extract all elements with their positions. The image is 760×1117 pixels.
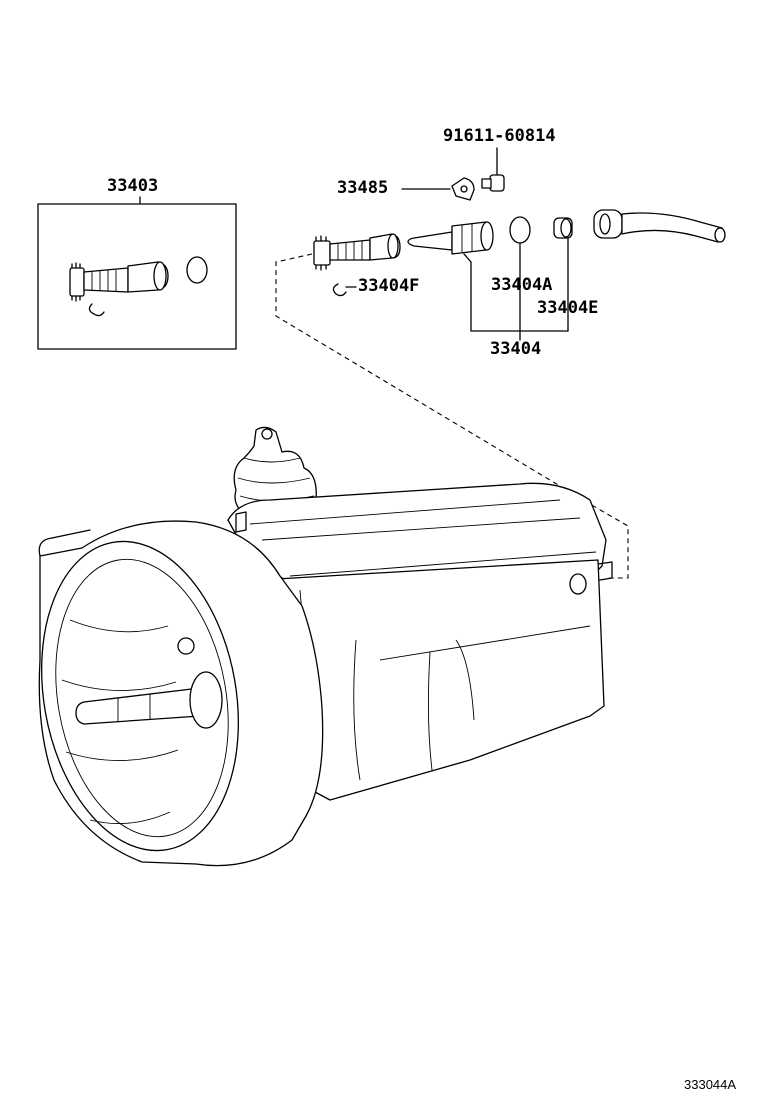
label-sleeve-assy: 33404 — [490, 339, 542, 359]
driven-gear — [313, 233, 401, 271]
figure-number: 333044A — [684, 1077, 737, 1092]
label-oring: 33404A — [491, 275, 553, 295]
lock-plate — [401, 177, 475, 201]
assembly-bracket — [463, 237, 569, 341]
label-plate: 33485 — [337, 178, 389, 198]
driven-gear-in-kit — [69, 261, 169, 302]
o-ring-in-kit — [186, 256, 208, 284]
clip-33404F — [332, 283, 357, 297]
speedometer-cable — [593, 209, 726, 243]
label-clip: 33404F — [358, 276, 420, 296]
transmission-case — [38, 426, 613, 867]
bush — [553, 217, 573, 239]
dashed-leaders — [275, 253, 629, 579]
bolt — [481, 147, 505, 192]
label-gear-assy: 33403 — [107, 176, 159, 196]
label-sleeve-bush: 33404E — [537, 298, 599, 318]
kit-box-33403 — [37, 196, 237, 350]
label-bolt: 91611-60814 — [443, 126, 556, 146]
clip-in-kit — [88, 303, 105, 317]
o-ring — [509, 216, 531, 244]
sleeve — [407, 221, 494, 255]
